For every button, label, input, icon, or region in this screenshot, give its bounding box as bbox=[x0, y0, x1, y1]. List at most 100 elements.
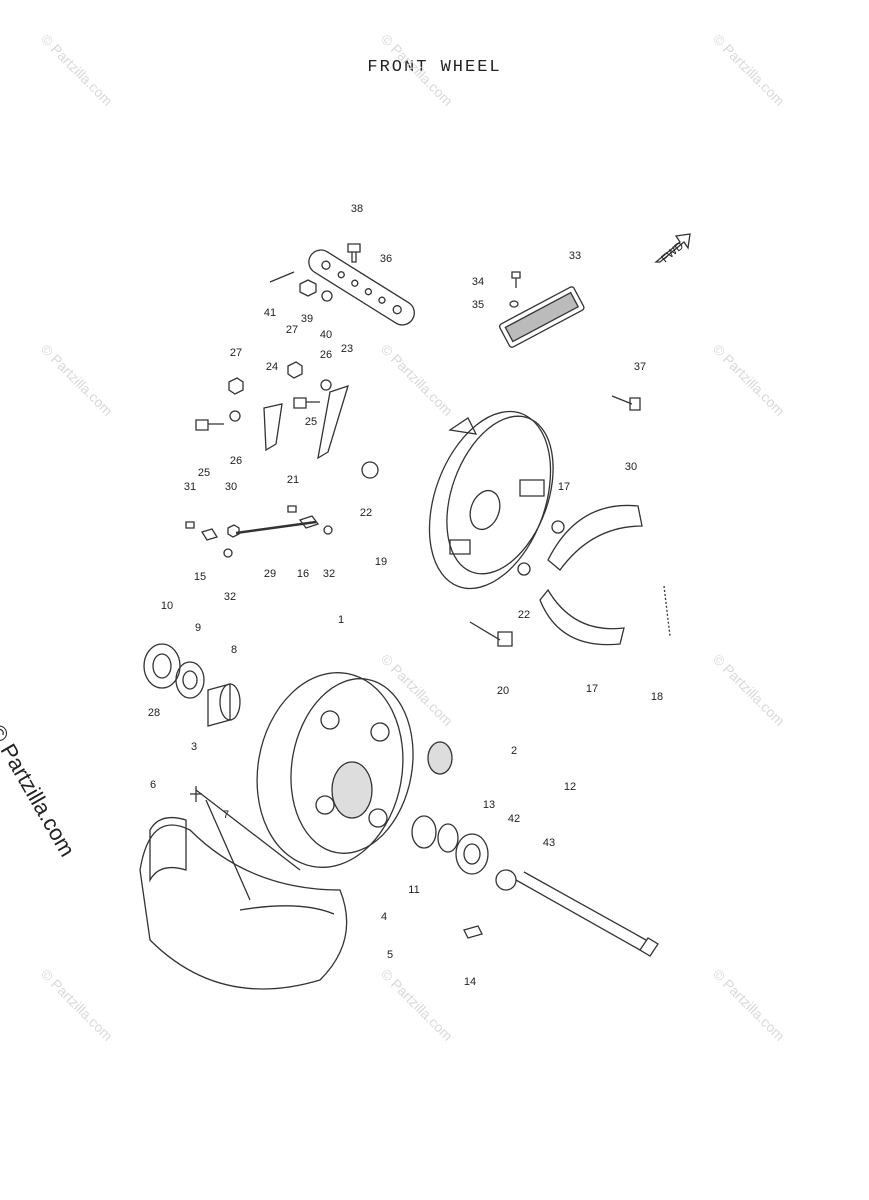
callout-7: 7 bbox=[223, 809, 229, 821]
callout-26: 26 bbox=[320, 349, 332, 361]
screw-part-14 bbox=[463, 925, 483, 939]
callout-30: 30 bbox=[225, 481, 237, 493]
callout-9: 9 bbox=[195, 622, 201, 634]
rim-band-part-4 bbox=[239, 905, 335, 915]
watermark-text: © Partzilla.com bbox=[710, 651, 788, 729]
pin-part-41 bbox=[269, 271, 295, 283]
callout-37: 37 bbox=[634, 361, 646, 373]
callout-36: 36 bbox=[380, 253, 392, 265]
lever-part-24 bbox=[263, 403, 283, 452]
tube-part-6 bbox=[149, 816, 187, 883]
callout-15: 15 bbox=[194, 571, 206, 583]
callout-30: 30 bbox=[625, 461, 637, 473]
nut-part-27b bbox=[287, 361, 303, 379]
tire-part-5 bbox=[139, 824, 348, 990]
bearing-part-11 bbox=[411, 815, 437, 849]
callout-42: 42 bbox=[508, 813, 520, 825]
fwd-arrow bbox=[654, 233, 691, 263]
nipple-part-3 bbox=[190, 786, 202, 802]
cam-part-20 bbox=[469, 621, 513, 647]
brake-panel-part-19 bbox=[428, 410, 554, 590]
collar-part-42 bbox=[495, 869, 517, 891]
washer-part-22a bbox=[551, 520, 565, 534]
callout-28: 28 bbox=[148, 707, 160, 719]
callout-39: 39 bbox=[301, 313, 313, 325]
axle-part-43 bbox=[515, 871, 647, 951]
screws-part-30 bbox=[185, 505, 297, 529]
watermark-text: © Partzilla.com bbox=[378, 966, 456, 1044]
callout-4: 4 bbox=[381, 911, 387, 923]
callout-25: 25 bbox=[305, 416, 317, 428]
clip-part-32a bbox=[223, 548, 233, 558]
callout-1: 1 bbox=[338, 614, 344, 626]
spacer-part-12 bbox=[437, 823, 459, 853]
callout-40: 40 bbox=[320, 329, 332, 341]
callout-22: 22 bbox=[360, 507, 372, 519]
callout-20: 20 bbox=[497, 685, 509, 697]
callout-17: 17 bbox=[558, 481, 570, 493]
washer-part-40 bbox=[321, 290, 333, 302]
callout-41: 41 bbox=[264, 307, 276, 319]
bolt-part-25a bbox=[195, 419, 224, 431]
circlip-part-21 bbox=[361, 461, 379, 479]
nut-part-39 bbox=[299, 279, 317, 297]
watermark-text: © Partzilla.com bbox=[710, 341, 788, 419]
seal-part-13 bbox=[455, 833, 489, 875]
callout-24: 24 bbox=[266, 361, 278, 373]
parts-artwork bbox=[139, 233, 691, 990]
callout-23: 23 bbox=[341, 343, 353, 355]
joint-part-16 bbox=[298, 515, 320, 529]
callout-12: 12 bbox=[564, 781, 576, 793]
callout-22: 22 bbox=[518, 609, 530, 621]
nut-part-27a bbox=[228, 377, 244, 395]
callout-10: 10 bbox=[161, 600, 173, 612]
callout-43: 43 bbox=[543, 837, 555, 849]
lever-part-23 bbox=[317, 384, 349, 460]
callout-18: 18 bbox=[651, 691, 663, 703]
nut-part-31 bbox=[227, 524, 240, 538]
callout-31: 31 bbox=[184, 481, 196, 493]
bolt-part-37 bbox=[611, 395, 641, 411]
callout-8: 8 bbox=[231, 644, 237, 656]
callout-32: 32 bbox=[224, 591, 236, 603]
callout-27: 27 bbox=[230, 347, 242, 359]
callout-26: 26 bbox=[230, 455, 242, 467]
hub-part-1 bbox=[256, 672, 414, 868]
callout-21: 21 bbox=[287, 474, 299, 486]
washer-part-26b bbox=[229, 410, 241, 422]
watermark-text: © Partzilla.com bbox=[710, 966, 788, 1044]
watermark-text: © Partzilla.com bbox=[378, 31, 456, 109]
watermark-text: © Partzilla.com bbox=[38, 966, 116, 1044]
joint-part-15 bbox=[200, 528, 219, 541]
callout-35: 35 bbox=[472, 299, 484, 311]
callout-38: 38 bbox=[351, 203, 363, 215]
callout-6: 6 bbox=[150, 779, 156, 791]
callout-3: 3 bbox=[191, 741, 197, 753]
callout-34: 34 bbox=[472, 276, 484, 288]
callout-19: 19 bbox=[375, 556, 387, 568]
callout-11: 11 bbox=[408, 884, 419, 896]
callout-2: 2 bbox=[511, 745, 517, 757]
cover-part-33 bbox=[498, 286, 585, 348]
clip-part-32b bbox=[323, 525, 333, 535]
callout-5: 5 bbox=[387, 949, 393, 961]
shoe-part-17a bbox=[547, 504, 643, 571]
callout-16: 16 bbox=[297, 568, 309, 580]
callout-13: 13 bbox=[483, 799, 495, 811]
bolt-part-25b bbox=[293, 397, 320, 409]
callout-25: 25 bbox=[198, 467, 210, 479]
bolt-part-38 bbox=[347, 243, 361, 263]
callout-32: 32 bbox=[323, 568, 335, 580]
watermark-text: © Partzilla.com bbox=[38, 341, 116, 419]
bearing-part-9 bbox=[175, 661, 205, 699]
watermark-text: © Partzilla.com bbox=[378, 341, 456, 419]
callout-14: 14 bbox=[464, 976, 476, 988]
spokes-part-7 bbox=[195, 789, 301, 901]
screw-part-34 bbox=[511, 271, 521, 288]
cap-part-2 bbox=[427, 741, 453, 775]
plate-part-36 bbox=[308, 249, 415, 326]
callout-29: 29 bbox=[264, 568, 276, 580]
